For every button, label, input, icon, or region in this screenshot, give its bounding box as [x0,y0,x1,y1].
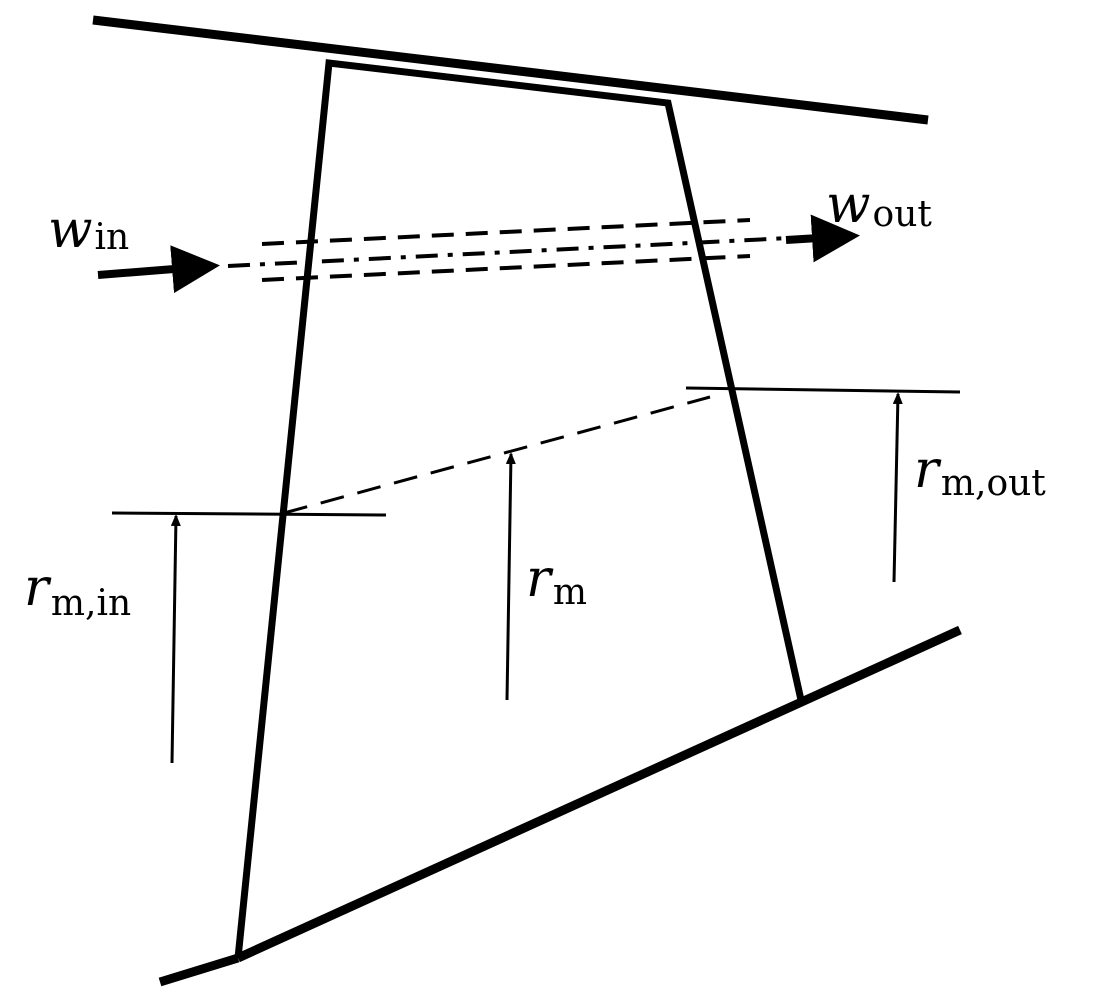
outlet-velocity-arrow [785,214,860,263]
blade-outline [234,59,805,959]
label-r-m-out: rm,out [914,440,1046,504]
mean-radius-outlet-level [685,386,961,394]
label-r-m-in: rm,in [24,558,131,624]
mean-radius-line [283,395,711,515]
inlet-velocity-arrow [97,245,220,294]
shroud-line [92,15,929,125]
r-m-out-arrow [892,392,903,583]
hub-line-main [236,625,962,963]
streamtube-lower-edge [261,254,751,282]
mean-radius-inlet-level [111,511,387,517]
streamtube-upper-edge [261,218,751,246]
label-w-out: wout [826,175,932,235]
label-r-m: rm [526,549,587,613]
r-m-arrow [505,452,516,701]
label-w-in: win [48,200,129,260]
hub-line [158,953,240,987]
r-m-in-arrow [170,514,181,764]
